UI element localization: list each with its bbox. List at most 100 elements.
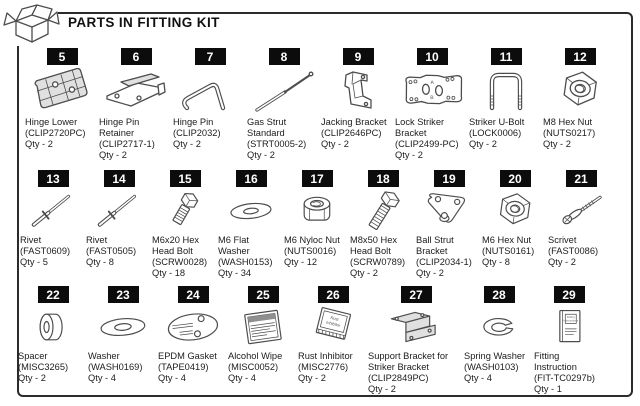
- parts-row-2: 13 Rivet (FAST0609) Qty - 5 14 Rivet (FA…: [20, 168, 614, 279]
- part-name: Scrivet: [548, 235, 577, 245]
- part-number-badge: 7: [194, 48, 226, 65]
- part-label: Spring Washer (WASH0103) Qty - 4: [464, 351, 534, 384]
- part-qty: Qty - 2: [368, 384, 396, 394]
- svg-text:B: B: [430, 95, 434, 101]
- part-label: Fitting Instruction (FIT-TC0297b) Qty - …: [534, 351, 604, 395]
- part-name: EPDM Gasket: [158, 351, 217, 361]
- part-label: Rust Inhibitor (MISC2776) Qty - 2: [298, 351, 368, 384]
- part-qty: Qty - 2: [350, 268, 378, 278]
- jacking-bracket-icon: [321, 68, 395, 114]
- part-label: EPDM Gasket (TAPE0419) Qty - 4: [158, 351, 228, 384]
- part-item-20: 20 M6 Hex Nut (NUTS0161) Qty - 8: [482, 168, 548, 268]
- part-number-badge: 28: [483, 286, 515, 303]
- part-item-9: 9 Jacking Bracket (CLIP2646PC) Qty - 2: [321, 46, 395, 150]
- part-name: Spacer: [18, 351, 48, 361]
- part-label: Gas Strut Standard (STRT0005-2) Qty - 2: [247, 117, 321, 161]
- part-item-11: 11 Striker U-Bolt (LOCK0006) Qty - 2: [469, 46, 543, 150]
- part-number-badge: 8: [268, 48, 300, 65]
- part-label: Striker U-Bolt (LOCK0006) Qty - 2: [469, 117, 543, 150]
- support-bracket-icon: [368, 306, 464, 348]
- part-number-badge: 9: [342, 48, 374, 65]
- part-name: Rivet: [86, 235, 108, 245]
- part-code: (CLIP2717-1): [99, 139, 155, 149]
- flat-washer-icon: [218, 190, 284, 232]
- gasket-icon: [158, 306, 228, 348]
- part-code: (FAST0086): [548, 246, 599, 256]
- part-code: (NUTS0217): [543, 128, 596, 138]
- part-label: Jacking Bracket (CLIP2646PC) Qty - 2: [321, 117, 395, 150]
- part-code: (CLIP2499-PC): [395, 139, 459, 149]
- part-name: M8 Hex Nut: [543, 117, 593, 127]
- part-qty: Qty - 2: [99, 150, 127, 160]
- svg-text:Fitting: Fitting: [567, 315, 575, 319]
- part-code: (WASH0169): [88, 362, 143, 372]
- part-item-12: 12 M8 Hex Nut (NUTS0217) Qty - 2: [543, 46, 617, 150]
- part-item-21: 21 Scrivet (FAST0086) Qty - 2: [548, 168, 614, 268]
- part-qty: Qty - 8: [482, 257, 510, 267]
- hinge-pin-retainer-icon: [99, 68, 173, 114]
- part-name: Washer: [88, 351, 120, 361]
- part-number-badge: 17: [301, 170, 333, 187]
- part-qty: Qty - 2: [298, 373, 326, 383]
- part-name: Gas Strut Standard: [247, 117, 287, 138]
- part-number-badge: 5: [46, 48, 78, 65]
- part-label: Hinge Lower (CLIP2720PC) Qty - 2: [25, 117, 99, 150]
- part-item-25: 25 Alcohol Wipe (MISC0052) Qty - 4: [228, 284, 298, 384]
- part-qty: Qty - 8: [86, 257, 114, 267]
- part-qty: Qty - 2: [321, 139, 349, 149]
- part-code: (LOCK0006): [469, 128, 522, 138]
- part-name: M8x50 Hex Head Bolt: [350, 235, 398, 256]
- lock-striker-bracket-icon: A B: [395, 68, 469, 114]
- part-name: M6 Nyloc Nut: [284, 235, 340, 245]
- spacer-icon: [18, 306, 88, 348]
- rust-packet-icon: Rust Inhibitor: [298, 306, 368, 348]
- part-label: Spacer (MISC3265) Qty - 2: [18, 351, 88, 384]
- part-code: (CLIP2032): [173, 128, 221, 138]
- part-qty: Qty - 34: [218, 268, 252, 278]
- part-number-badge: 23: [107, 286, 139, 303]
- part-label: Scrivet (FAST0086) Qty - 2: [548, 235, 614, 268]
- part-number-badge: 6: [120, 48, 152, 65]
- part-qty: Qty - 18: [152, 268, 186, 278]
- part-label: Alcohol Wipe (MISC0052) Qty - 4: [228, 351, 298, 384]
- part-name: Alcohol Wipe: [228, 351, 283, 361]
- part-code: (FAST0505): [86, 246, 137, 256]
- part-name: Hinge Pin Retainer: [99, 117, 140, 138]
- part-number-badge: 25: [247, 286, 279, 303]
- part-number-badge: 15: [169, 170, 201, 187]
- part-item-22: 22 Spacer (MISC3265) Qty - 2: [18, 284, 88, 384]
- part-item-29: 29 Fitting Instructions Fitting Instruct…: [534, 284, 604, 395]
- rivet-icon: [20, 190, 86, 232]
- part-label: Ball Strut Bracket (CLIP2034-1) Qty - 2: [416, 235, 482, 279]
- hinge-pin-icon: [173, 68, 247, 114]
- part-number-badge: 27: [400, 286, 432, 303]
- hinge-lower-icon: [25, 68, 99, 114]
- part-name: Ball Strut Bracket: [416, 235, 454, 256]
- part-name: Jacking Bracket: [321, 117, 387, 127]
- part-label: Hinge Pin (CLIP2032) Qty - 2: [173, 117, 247, 150]
- part-qty: Qty - 2: [469, 139, 497, 149]
- part-item-18: 18 M8x50 Hex Head Bolt (SCRW0789) Qty - …: [350, 168, 416, 279]
- part-qty: Qty - 2: [548, 257, 576, 267]
- part-label: Hinge Pin Retainer (CLIP2717-1) Qty - 2: [99, 117, 173, 161]
- part-item-10: 10 A B Lock Striker Bracket (CLIP2499-PC…: [395, 46, 469, 161]
- ball-strut-bracket-icon: [416, 190, 482, 232]
- part-number-badge: 10: [416, 48, 448, 65]
- part-code: (SCRW0789): [350, 257, 406, 267]
- part-qty: Qty - 2: [416, 268, 444, 278]
- part-qty: Qty - 4: [228, 373, 256, 383]
- part-item-19: 19 Ball Strut Bracket (CLIP2034-1) Qty -…: [416, 168, 482, 279]
- part-label: M8x50 Hex Head Bolt (SCRW0789) Qty - 2: [350, 235, 416, 279]
- part-item-26: 26 Rust Inhibitor Rust Inhibitor (MISC27…: [298, 284, 368, 384]
- part-code: (STRT0005-2): [247, 139, 307, 149]
- part-item-5: 5 Hinge Lower (CLIP2720PC) Qty - 2: [25, 46, 99, 150]
- part-code: (SCRW0028): [152, 257, 208, 267]
- part-code: (FAST0609): [20, 246, 71, 256]
- part-item-16: 16 M6 Flat Washer (WASH0153) Qty - 34: [218, 168, 284, 279]
- part-qty: Qty - 4: [158, 373, 186, 383]
- part-code: (WASH0103): [464, 362, 519, 372]
- part-name: M6 Hex Nut: [482, 235, 532, 245]
- part-qty: Qty - 2: [247, 150, 275, 160]
- part-item-24: 24 EPDM Gasket (TAPE0419) Qty - 4: [158, 284, 228, 384]
- part-item-28: 28 Spring Washer (WASH0103) Qty - 4: [464, 284, 534, 384]
